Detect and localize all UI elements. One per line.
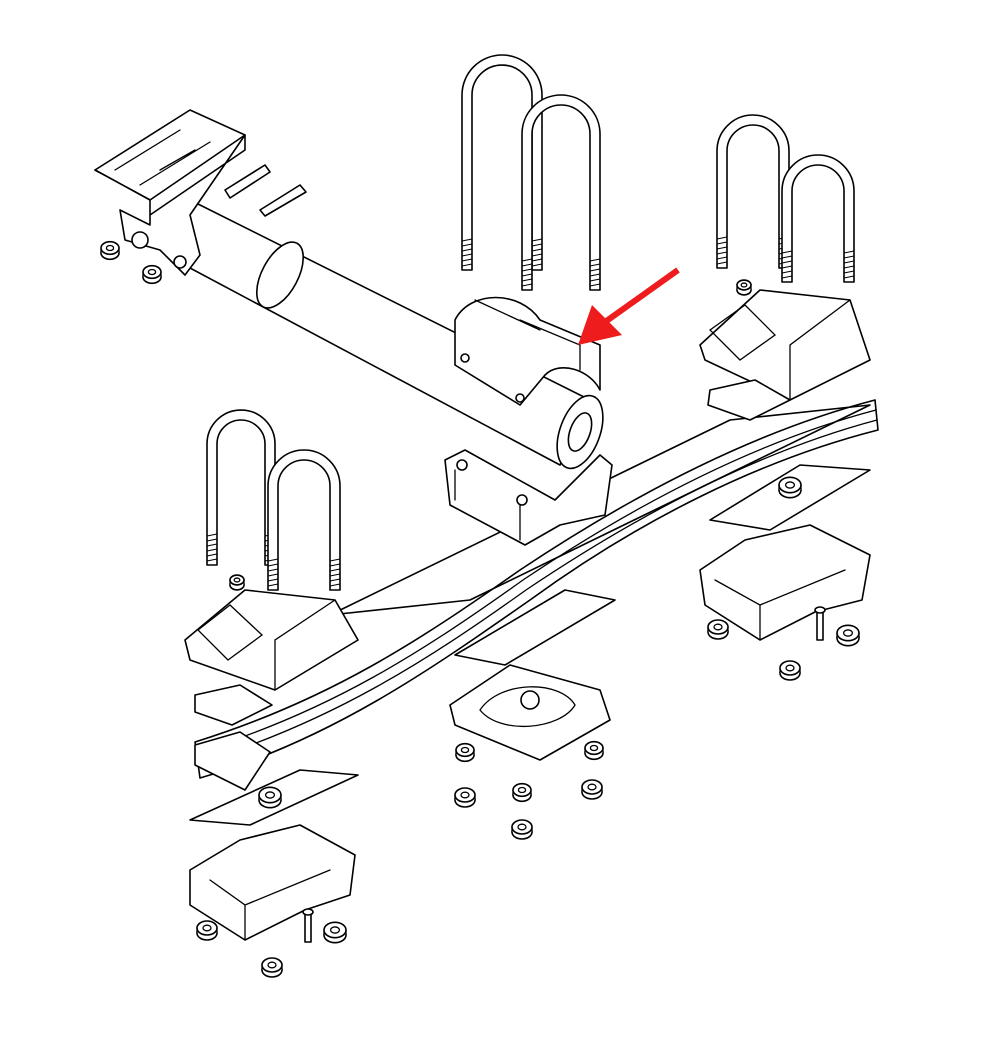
nut [511, 819, 533, 840]
nut [512, 782, 532, 803]
nut [779, 660, 801, 681]
bolt [302, 908, 314, 943]
bolt [259, 184, 307, 217]
nut [454, 787, 476, 808]
wear-plate-center [454, 589, 616, 666]
nut [261, 957, 283, 978]
right-lower-bracket [699, 524, 871, 641]
spacer-block [707, 379, 791, 421]
nut [142, 264, 162, 285]
highlight-arrow [578, 267, 680, 345]
left-spring-seat-bracket [184, 589, 359, 791]
axle-tube [174, 199, 604, 470]
bolt [814, 606, 826, 641]
nut [584, 740, 604, 761]
u-bolt [267, 449, 341, 591]
nut [229, 574, 245, 591]
nut [100, 240, 120, 261]
u-bolt [781, 154, 855, 283]
nut [455, 742, 475, 763]
frame-mount-bracket [94, 109, 307, 276]
bolt [224, 164, 271, 199]
center-bottom-plate [449, 664, 611, 761]
center-clamp-lower [444, 449, 613, 546]
leaf-spring [194, 399, 879, 779]
u-bolt [206, 409, 276, 566]
left-lower-bracket [189, 824, 356, 941]
u-bolt [716, 114, 790, 269]
nut [736, 279, 752, 296]
u-bolt [461, 54, 543, 271]
nut [196, 920, 218, 941]
center-clamp-upper [454, 296, 601, 406]
nut [323, 921, 347, 944]
nut [258, 786, 282, 809]
spacer-block [194, 731, 271, 791]
nut [707, 619, 729, 640]
nut [581, 779, 603, 800]
spacer-block [194, 684, 273, 726]
nut [836, 624, 860, 647]
right-spring-seat-bracket [699, 289, 871, 421]
u-bolt [521, 94, 601, 291]
nut [778, 476, 802, 499]
